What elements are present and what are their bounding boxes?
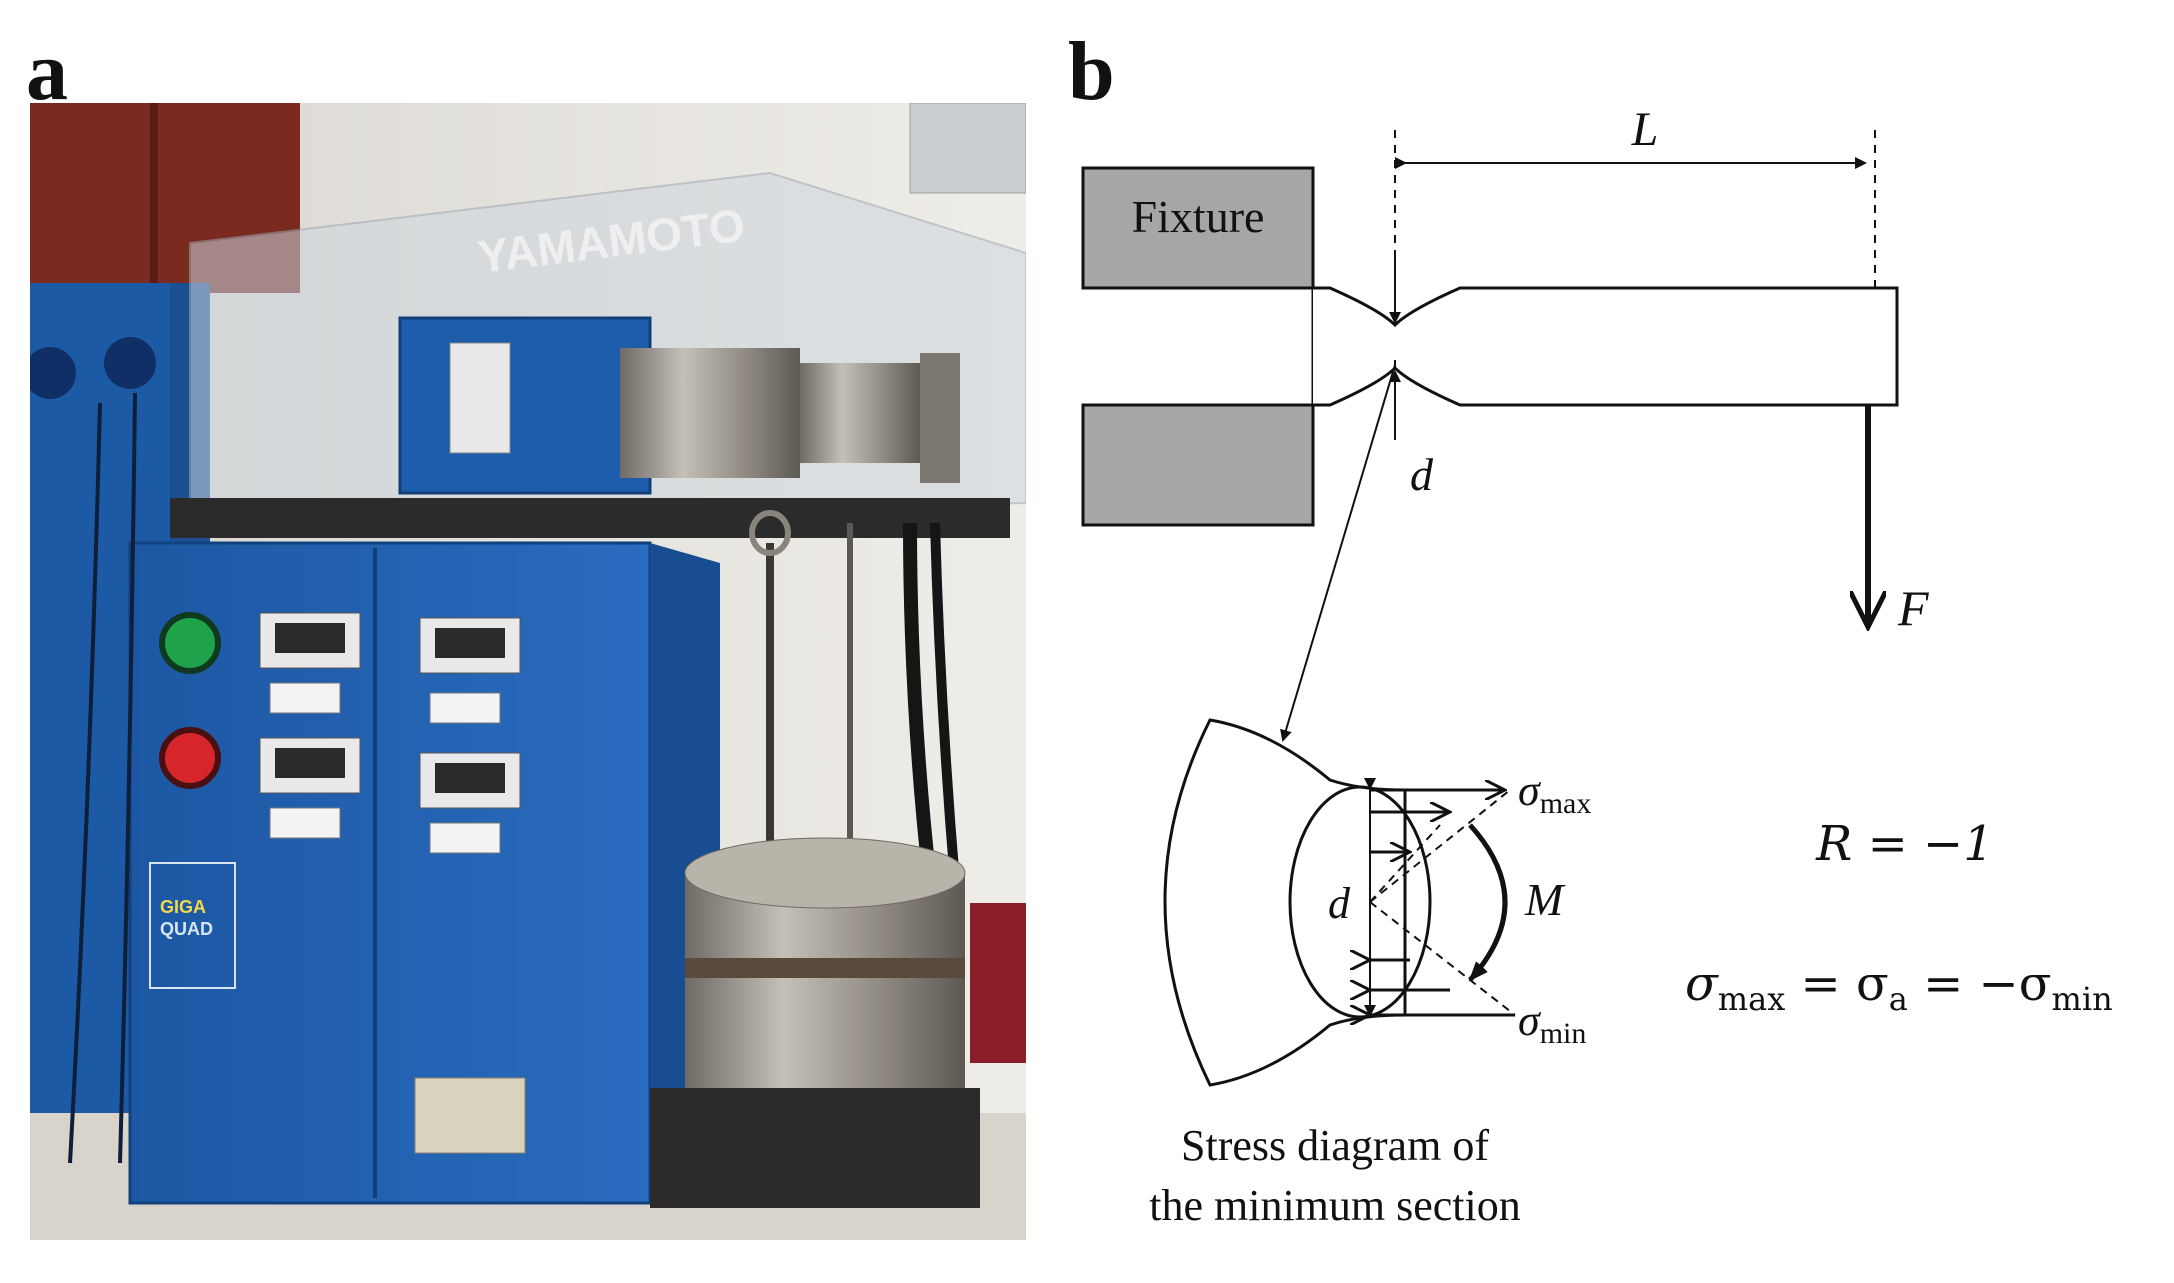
- panel-label-a: a: [26, 25, 68, 118]
- spindle-chuck: [620, 348, 800, 478]
- fatigue-machine-photo: YAMAMOTO GIGA QUAD: [30, 103, 1026, 1240]
- panel-logo-line1: GIGA: [160, 897, 206, 917]
- length-label: L: [1631, 103, 1659, 156]
- force-label: F: [1897, 580, 1929, 636]
- warning-label: [449, 342, 511, 454]
- hose-2: [930, 522, 960, 884]
- equation-sigma: σmax = σa = −σmin: [1685, 956, 2113, 1018]
- caption-line2: the minimum section: [1149, 1181, 1521, 1230]
- section-diameter-label: d: [1328, 879, 1351, 928]
- sigma-min-label: σmin: [1518, 996, 1586, 1050]
- panel-logo-line2: QUAD: [160, 919, 213, 939]
- equation-r: R = −1: [1815, 816, 1994, 872]
- hose-1: [903, 522, 937, 884]
- fixture-label: Fixture: [1132, 191, 1265, 242]
- left-knob-2: [104, 337, 156, 389]
- moment-arrow: [1468, 823, 1508, 982]
- section-leader-line: [1280, 364, 1396, 742]
- machine-rail: [170, 498, 1010, 538]
- specimen-outline: [1313, 286, 1899, 407]
- fixture-lower: [1081, 403, 1315, 527]
- nameplate: [414, 1077, 526, 1154]
- fixture-upper: [1081, 166, 1315, 290]
- spindle-housing: [398, 316, 652, 495]
- section-outline: [1163, 718, 1407, 1087]
- sigma-max-label: σmax: [1518, 766, 1591, 820]
- specimen-schematic: Fixture L d F d M σmax σmin Stress diagr…: [1081, 103, 2113, 1230]
- panel-label-b: b: [1068, 25, 1115, 118]
- diameter-label: d: [1410, 449, 1434, 500]
- panel-logo-frame: [149, 862, 236, 989]
- wall-control-box: [909, 103, 1026, 194]
- stop-button: [159, 727, 221, 789]
- left-knob-1: [30, 347, 76, 399]
- start-button: [159, 612, 221, 674]
- moment-label: M: [1524, 874, 1566, 925]
- red-component: [970, 903, 1026, 1063]
- spindle-bearing: [800, 363, 920, 463]
- caption-line1: Stress diagram of: [1181, 1121, 1489, 1170]
- weight-stand: [650, 1088, 980, 1208]
